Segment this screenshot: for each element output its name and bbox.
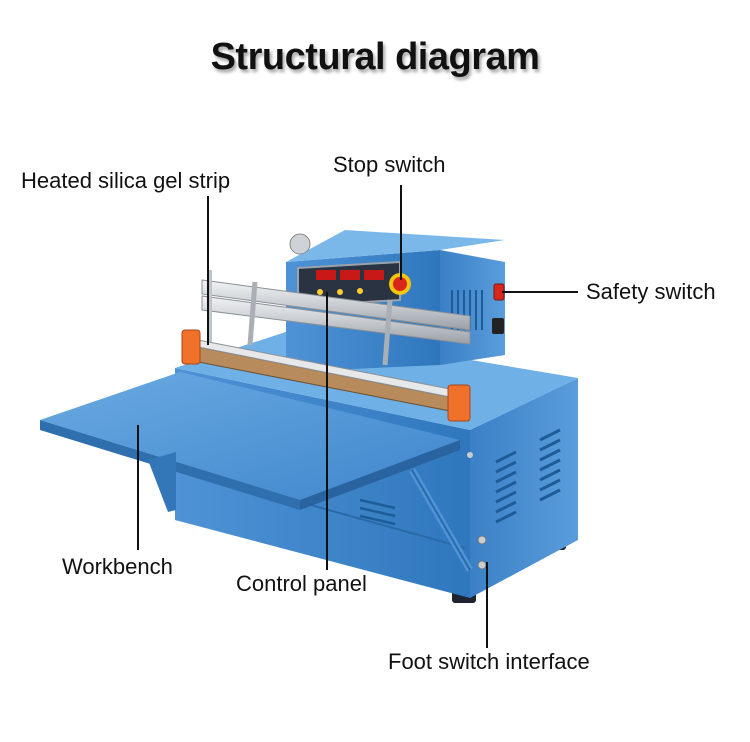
label-safety-switch: Safety switch [586, 279, 716, 304]
stop-button [393, 277, 407, 291]
label-stop-switch: Stop switch [333, 152, 446, 177]
workbench-table [40, 372, 474, 572]
label-workbench: Workbench [62, 554, 173, 579]
sealing-bar [181, 270, 471, 422]
label-control-panel: Control panel [236, 571, 367, 596]
leader-lines [137, 185, 578, 648]
label-foot-switch: Foot switch interface [388, 649, 590, 674]
label-heated-strip: Heated silica gel strip [21, 168, 231, 193]
diagram-title: Structural diagram [210, 36, 540, 78]
